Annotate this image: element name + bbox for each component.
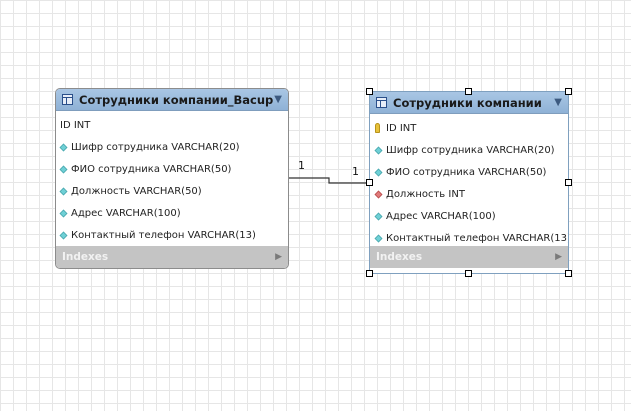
column-label: Контактный телефон VARCHAR(13) <box>71 229 256 241</box>
column-row[interactable]: Контактный телефон VARCHAR(13) <box>56 224 288 246</box>
column-label: Шифр сотрудника VARCHAR(20) <box>386 144 555 156</box>
diamond-icon <box>59 209 68 217</box>
column-row[interactable]: ID INT <box>56 114 288 136</box>
column-label: Шифр сотрудника VARCHAR(20) <box>71 141 240 153</box>
diamond-icon <box>374 212 383 220</box>
table-icon <box>62 94 73 105</box>
left-cardinality-label: 1 <box>298 159 305 172</box>
resize-handle-right[interactable] <box>565 179 572 186</box>
column-list: ID INT Шифр сотрудника VARCHAR(20) ФИО сот… <box>370 114 568 252</box>
entity-title: Сотрудники компании_Bacup <box>79 92 274 107</box>
resize-handle-top-left[interactable] <box>366 88 373 95</box>
collapse-arrow-icon[interactable]: ▼ <box>274 94 282 105</box>
entity-header[interactable]: Сотрудники компании_Bacup ▼ <box>56 89 288 111</box>
diamond-icon <box>374 234 383 242</box>
diamond-icon <box>374 146 383 154</box>
resize-handle-bottom-left[interactable] <box>366 270 373 277</box>
entity-backup-table[interactable]: Сотрудники компании_Bacup ▼ ID INT Шифр с… <box>55 88 289 269</box>
column-label: ID INT <box>386 122 417 134</box>
diamond-icon <box>59 187 68 195</box>
resize-handle-bottom[interactable] <box>465 270 472 277</box>
resize-handle-top-right[interactable] <box>565 88 572 95</box>
indexes-section[interactable]: Indexes ▶ <box>56 246 288 268</box>
column-row[interactable]: Контактный телефон VARCHAR(13) <box>370 227 568 249</box>
key-icon <box>375 123 380 133</box>
column-row[interactable]: ID INT <box>370 117 568 139</box>
collapse-arrow-icon[interactable]: ▼ <box>554 97 562 108</box>
column-label: ФИО сотрудника VARCHAR(50) <box>386 166 547 178</box>
column-row[interactable]: Должность VARCHAR(50) <box>56 180 288 202</box>
column-row[interactable]: Адрес VARCHAR(100) <box>370 205 568 227</box>
column-label: Адрес VARCHAR(100) <box>386 210 496 222</box>
diamond-icon <box>59 143 68 151</box>
table-icon <box>376 97 387 108</box>
column-label: Должность VARCHAR(50) <box>71 185 202 197</box>
column-label: Контактный телефон VARCHAR(13) <box>386 232 569 244</box>
column-row[interactable]: Адрес VARCHAR(100) <box>56 202 288 224</box>
entity-header[interactable]: Сотрудники компании ▼ <box>370 92 568 114</box>
entity-title: Сотрудники компании <box>393 95 542 110</box>
column-row[interactable]: Шифр сотрудника VARCHAR(20) <box>370 139 568 161</box>
diamond-icon <box>374 168 383 176</box>
expand-arrow-icon[interactable]: ▶ <box>555 252 562 262</box>
indexes-section[interactable]: Indexes ▶ <box>370 246 568 268</box>
resize-handle-left[interactable] <box>366 179 373 186</box>
column-row[interactable]: ФИО сотрудника VARCHAR(50) <box>370 161 568 183</box>
column-label: ID INT <box>60 119 91 131</box>
diamond-icon <box>59 231 68 239</box>
resize-handle-top[interactable] <box>465 88 472 95</box>
column-row[interactable]: Должность INT <box>370 183 568 205</box>
red-diamond-icon <box>374 190 383 198</box>
indexes-label: Indexes <box>376 251 423 263</box>
column-label: ФИО сотрудника VARCHAR(50) <box>71 163 232 175</box>
column-label: Адрес VARCHAR(100) <box>71 207 181 219</box>
column-row[interactable]: Шифр сотрудника VARCHAR(20) <box>56 136 288 158</box>
column-label: Должность INT <box>386 188 465 200</box>
column-row[interactable]: ФИО сотрудника VARCHAR(50) <box>56 158 288 180</box>
indexes-label: Indexes <box>62 251 109 263</box>
resize-handle-bottom-right[interactable] <box>565 270 572 277</box>
column-list: ID INT Шифр сотрудника VARCHAR(20) ФИО сот… <box>56 111 288 249</box>
diamond-icon <box>59 165 68 173</box>
expand-arrow-icon[interactable]: ▶ <box>275 252 282 262</box>
entity-main-table[interactable]: Сотрудники компании ▼ ID INT Шифр сотрудн… <box>369 91 569 274</box>
right-cardinality-label: 1 <box>352 165 359 178</box>
